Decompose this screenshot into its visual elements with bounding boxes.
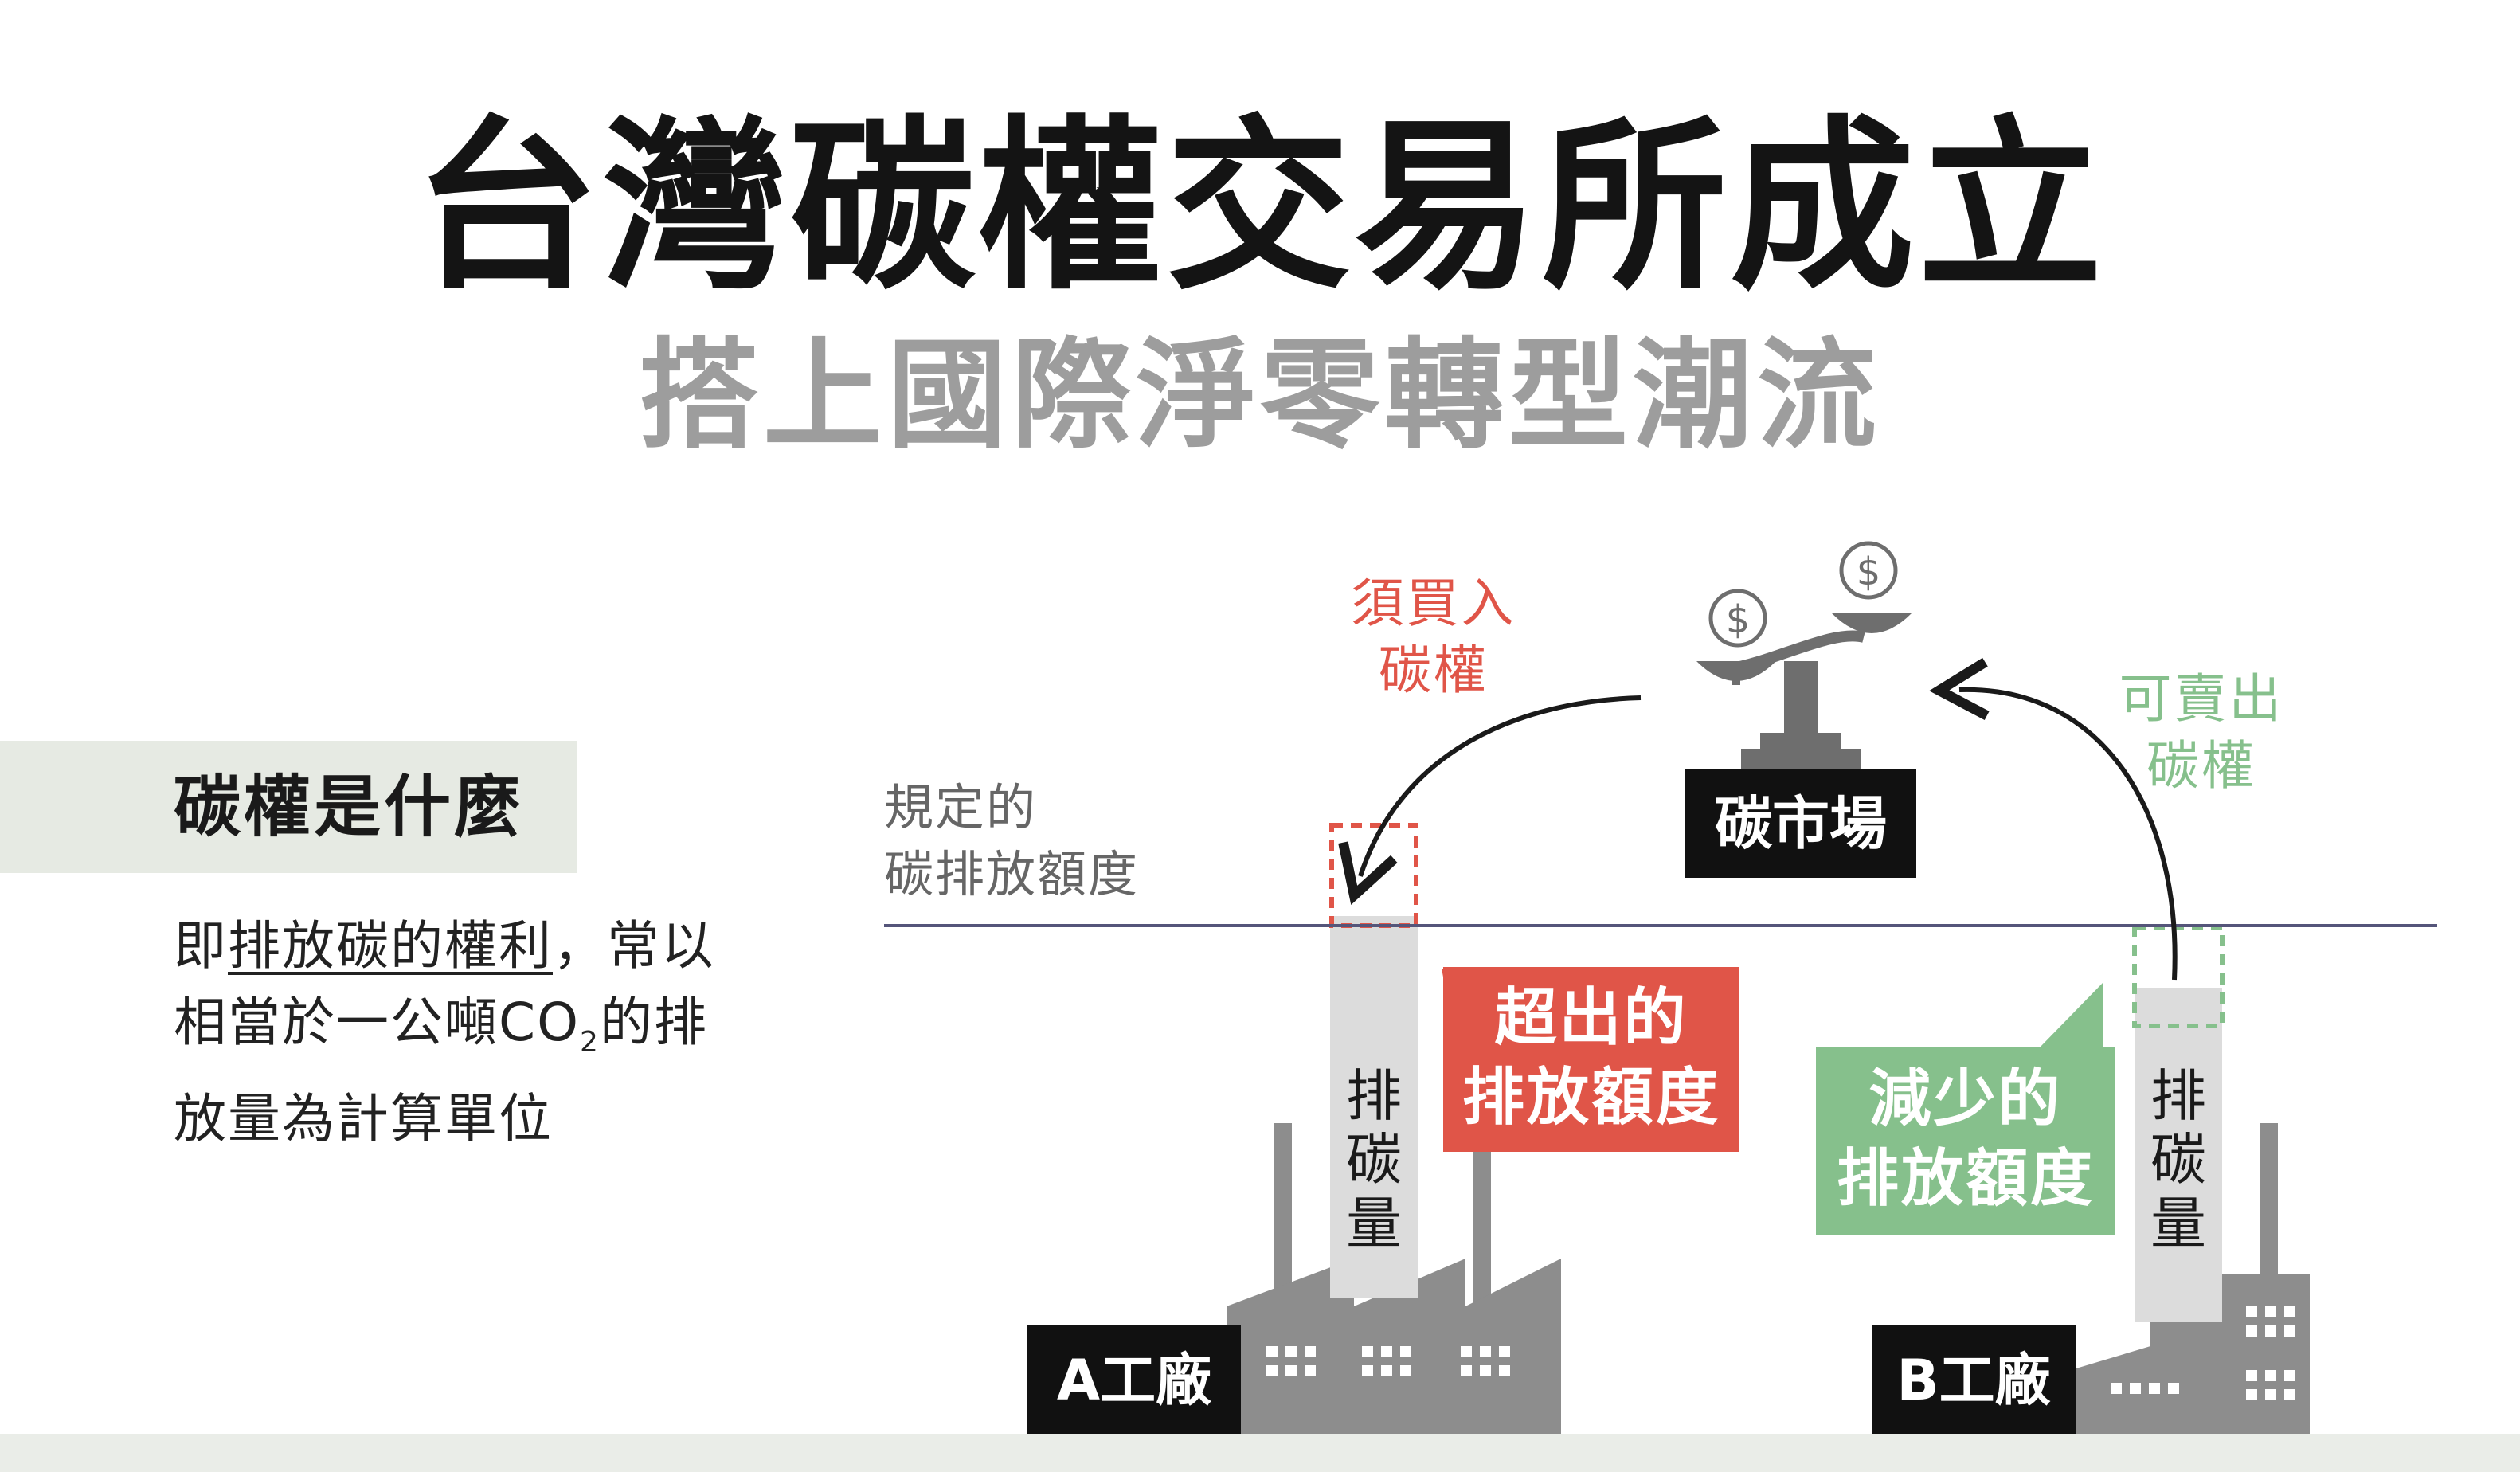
section-heading: 碳權是什麼 [174,768,525,846]
quota-label-line-1: 規定的 [884,778,1038,836]
sell-label-line-1: 可賣出 [2119,668,2284,730]
factory-a-label: A工廠 [1027,1325,1241,1435]
stack-b-char-2: 碳 [2150,1127,2206,1192]
definition-line-3: 放量為計算單位 [174,1088,553,1150]
dollar-sign-left: $ [1726,597,1751,642]
page-title: 台灣碳權交易所成立 [413,100,2106,315]
definition-line-1: 即排放碳的權利，常以 [174,908,715,985]
section-header-background [0,741,577,873]
buy-arrow [1338,695,1642,906]
excess-callout-line-1: 超出的 [1494,982,1688,1054]
page-subtitle: 搭上國際淨零轉型潮流 [638,327,1881,465]
factory-a-icon [1227,916,1561,1434]
excess-quota-box [1329,823,1418,928]
quota-label-line-2: 碳排放額度 [884,845,1140,903]
stack-a-char-2: 碳 [1346,1127,1402,1192]
stack-b-char-3: 量 [2150,1191,2206,1256]
reduced-callout-line-1: 減少的 [1868,1063,2063,1135]
excess-callout-line-2: 排放額度 [1462,1062,1720,1133]
reduced-callout-pointer [2039,983,2103,1048]
stack-b-char-1: 排 [2150,1063,2206,1129]
factory-b-emission-label: 排 碳 量 [2142,1064,2214,1255]
dollar-coin-left-icon [1708,589,1767,648]
factory-b-label: B工廠 [1872,1325,2076,1435]
excess-quota-callout: 超出的 排放額度 [1443,967,1739,1152]
factory-b-icon [2071,988,2310,1434]
definition-line-2-end: 的排 [599,992,708,1053]
definition-subscript: 2 [580,1026,600,1059]
definition-underlined: 排放碳的權利 [228,915,553,977]
buy-label-line-2: 碳權 [1379,640,1489,701]
stack-a-char-3: 量 [1346,1191,1402,1256]
definition-co2: 相當於一公噸CO [174,992,581,1053]
factory-b-emission-stack [2135,988,2222,1322]
bottom-band [0,1434,2520,1472]
definition-prefix: 即 [174,915,228,977]
definition-line-2: 相當於一公噸CO2的排 [174,985,715,1081]
dollar-sign-right: $ [1857,550,1881,594]
definition-suffix: ，常以 [553,915,715,977]
factory-a-emission-stack [1330,916,1418,1298]
reduced-quota-callout: 減少的 排放額度 [1816,1047,2115,1235]
sell-label: 可賣出 碳權 [2106,666,2297,800]
buy-label-line-1: 須買入 [1351,573,1516,634]
dollar-coin-right-icon [1839,541,1898,600]
stack-a-char-1: 排 [1346,1063,1402,1129]
sell-label-line-2: 碳權 [2146,735,2256,797]
factory-a-emission-label: 排 碳 量 [1338,1064,1410,1255]
definition-text: 即排放碳的權利，常以 相當於一公噸CO2的排 放量為計算單位 [174,908,715,1157]
sell-arrow [1929,657,2178,981]
quota-label: 規定的 碳排放額度 [884,774,1139,908]
balance-scale-icon [1696,613,1912,771]
carbon-market-label: 碳市場 [1685,769,1916,878]
buy-label: 須買入 碳權 [1338,570,1529,704]
reduced-callout-line-2: 排放額度 [1836,1143,2095,1215]
